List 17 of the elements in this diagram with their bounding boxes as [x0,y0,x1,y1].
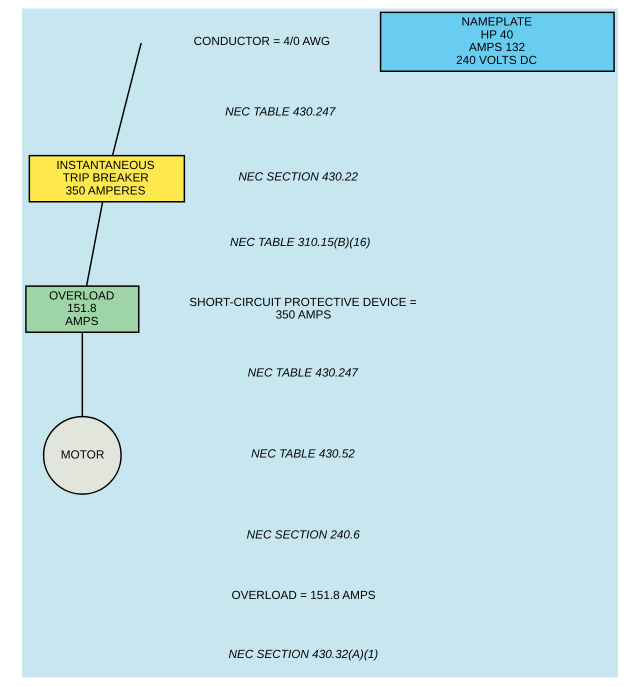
label: NEC SECTION 430.22 [238,170,358,184]
label: NEC TABLE 430.52 [250,447,354,460]
label: NEC TABLE 310.15(B)(16) [229,236,370,249]
label: NEC SECTION 240.6 [246,528,360,542]
label: NEC TABLE 430.247 [224,105,335,118]
connector [111,42,142,156]
node-box: OVERLOAD 151.8 AMPS [24,285,139,333]
label: SHORT-CIRCUIT PROTECTIVE DEVICE = 350 AMPS [188,296,416,322]
node-circle: MOTOR [42,416,122,495]
label: CONDUCTOR = 4/0 AWG [193,34,330,48]
label: OVERLOAD = 151.8 AMPS [230,589,376,602]
connector [81,332,83,416]
connector [85,202,103,286]
label: NEC SECTION 430.32(A)(1) [228,648,378,662]
node-box: NAMEPLATE HP 40 AMPS 132 240 VOLTS DC [379,12,614,72]
node-box: INSTANTANEOUS TRIP BREAKER 350 AMPERES [28,154,185,202]
label: NEC TABLE 430.247 [247,366,358,380]
